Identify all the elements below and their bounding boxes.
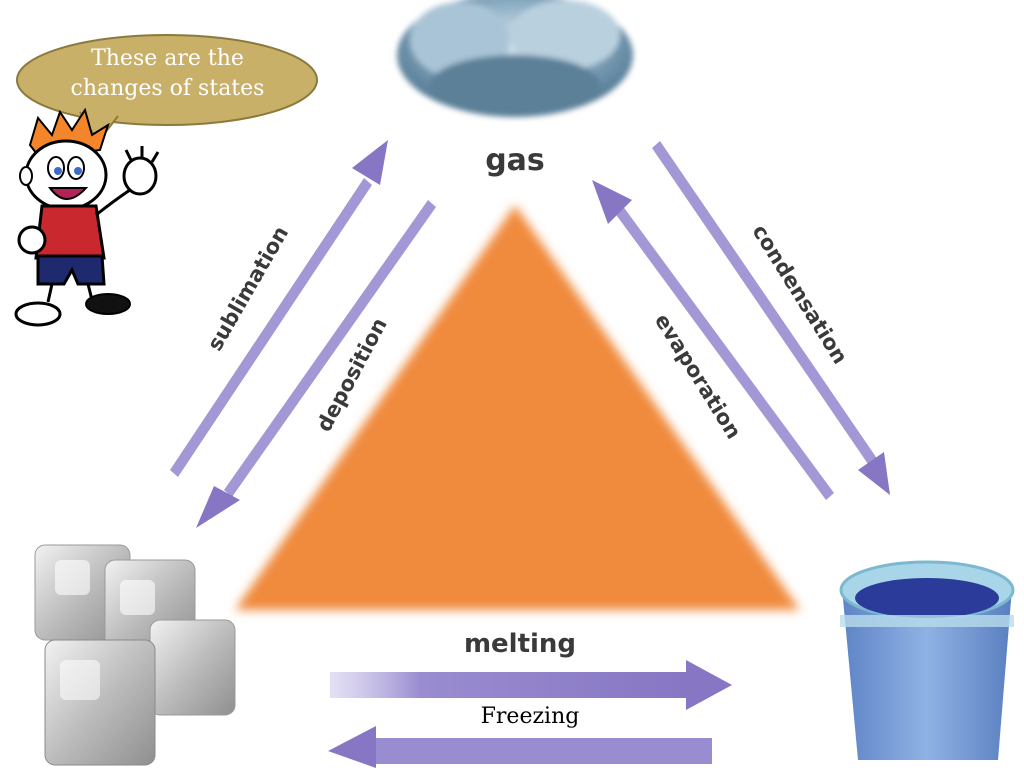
- cartoon-boy-illustration: [14, 107, 160, 327]
- state-label-gas: gas: [485, 143, 545, 178]
- water-beaker-image: [839, 560, 1015, 760]
- arrow-freezing: [328, 726, 712, 768]
- speech-bubble: [16, 34, 318, 144]
- arrow-condensation: [652, 141, 890, 495]
- speech-bubble-text: These are the changes of states: [40, 44, 295, 104]
- ice-cubes-image: [34, 544, 236, 766]
- speech-bubble-line-2: changes of states: [70, 76, 265, 101]
- arrow-deposition: [196, 200, 436, 528]
- process-label-freezing: Freezing: [480, 704, 580, 729]
- arrow-melting: [330, 660, 732, 710]
- process-label-sublimation: sublimation: [203, 222, 294, 355]
- arrow-evaporation: [592, 180, 834, 500]
- arrow-sublimation: [170, 140, 388, 477]
- cloud-gas-image: [397, 0, 633, 117]
- speech-bubble-line-1: These are the: [91, 46, 244, 71]
- phase-triangle: [235, 205, 800, 610]
- process-label-melting: melting: [464, 629, 576, 659]
